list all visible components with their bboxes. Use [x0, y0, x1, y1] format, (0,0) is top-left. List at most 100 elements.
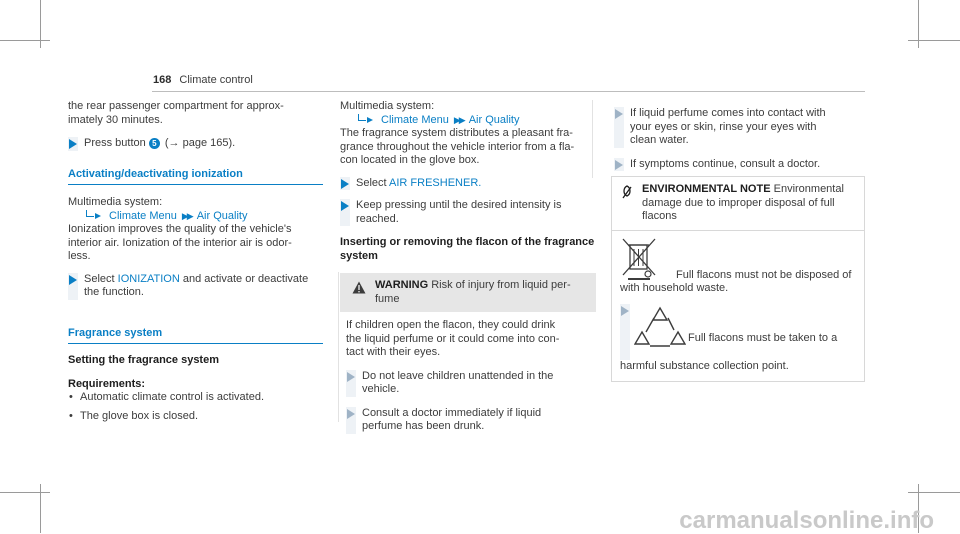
crop-mark: [40, 0, 41, 48]
setting-heading: Setting the fragrance system: [68, 354, 219, 366]
step-arrow-icon: [69, 274, 77, 285]
step-arrow-icon: [615, 109, 623, 119]
warn-step-2: Consult a doctor immediately if liquid p…: [346, 406, 590, 434]
double-arrow-icon: ▶▶: [453, 114, 466, 125]
ion-step-prefix: Select: [84, 272, 115, 285]
frag-text-2: grance throughout the vehicle interior f…: [340, 140, 575, 153]
env-text2: Full flacons must be taken to a: [688, 331, 838, 344]
step-arrow-icon: [69, 139, 77, 149]
step-bar: [346, 369, 356, 397]
page-header: 168 Climate control: [153, 74, 253, 88]
rinse-line3: clean water.: [630, 134, 689, 146]
symptoms-line: If symptoms continue, consult a doctor.: [630, 157, 821, 170]
intro-line-2: imately 30 minutes.: [68, 113, 163, 126]
env-step: Full flacons must be taken to a: [620, 303, 856, 360]
ion-path-climate-menu[interactable]: Climate Menu: [109, 209, 177, 222]
frag-path-air-quality[interactable]: Air Quality: [468, 113, 520, 126]
warning-header: WARNING Risk of injury from liquid per- …: [340, 273, 596, 312]
environmental-note-box: ENVIRONMENTAL NOTE Environmental damage …: [611, 176, 865, 382]
leaf-icon: [622, 185, 632, 199]
step-arrow-icon: [341, 178, 349, 189]
recycle-icon: [634, 306, 686, 347]
ion-step-rest: and activate or deactivate: [182, 272, 309, 285]
double-arrow-icon: ▶▶: [181, 210, 194, 221]
warning-body: If children open the flacon, they could …: [340, 312, 596, 434]
warning-head: Risk of injury from liquid per-: [431, 279, 571, 291]
intro-line-1: the rear passenger compartment for appro…: [68, 100, 284, 112]
warning-text-2: the liquid perfume or it could come into…: [346, 332, 560, 345]
env-body: Full flacons must not be disposed of wit…: [612, 231, 864, 382]
warning-head-2: fume: [375, 292, 400, 305]
warn-step1-line1: Do not leave children unattended in the: [362, 369, 554, 382]
env-text1: Full flacons must not be disposed of: [676, 268, 852, 281]
requirements-label: Requirements:: [68, 377, 146, 390]
env-head: Environmental: [773, 183, 844, 195]
warn-step2-line1: Consult a doctor immediately if liquid: [362, 406, 542, 419]
step2-line1: Keep pressing until the desired intensit…: [356, 199, 562, 211]
column-1: the rear passenger compartment for appro…: [68, 100, 330, 428]
warning-text-3: tact with their eyes.: [346, 346, 441, 358]
env-label: ENVIRONMENTAL NOTE: [642, 183, 771, 195]
warn-step2-line2: perfume has been drunk.: [362, 420, 485, 432]
step-bar: [346, 406, 356, 434]
crop-mark: [918, 0, 919, 48]
step-bar: [68, 272, 78, 300]
button-number-icon: 5: [148, 138, 160, 149]
air-freshener-keyword[interactable]: AIR FRESHENER.: [389, 176, 482, 189]
warning-label: WARNING: [375, 279, 429, 291]
crop-mark: [0, 40, 50, 41]
watermark: carmanualsonline.info: [679, 506, 934, 534]
page-number: 168: [153, 74, 172, 86]
menu-path-icon: [84, 209, 104, 220]
ion-path-air-quality[interactable]: Air Quality: [196, 209, 248, 222]
crop-mark: [918, 484, 919, 533]
frag-multimedia-label: Multimedia system:: [340, 100, 435, 112]
warn-step1-line2: vehicle.: [362, 383, 400, 395]
ion-menu-path: Climate Menu ▶▶Air Quality: [68, 209, 330, 224]
warning-text-1: If children open the flacon, they could …: [346, 319, 556, 331]
step-arrow-icon: [615, 159, 623, 170]
warn-step-1: Do not leave children unattended in the …: [346, 369, 590, 397]
crossed-out-bin-icon: [622, 238, 656, 280]
symptoms-step: If symptoms continue, consult a doctor.: [614, 157, 866, 171]
warning-box: WARNING Risk of injury from liquid per- …: [340, 273, 596, 434]
column-3: If liquid perfume comes into contact wit…: [614, 107, 866, 171]
env-head-2: damage due to improper disposal of full: [642, 196, 835, 209]
requirements-list: Automatic climate control is activated. …: [68, 391, 330, 423]
frag-text-3: con located in the glove box.: [340, 154, 480, 166]
crop-mark: [908, 492, 960, 493]
keep-pressing-step: Keep pressing until the desired intensit…: [340, 199, 598, 226]
inserting-heading-line2: system: [340, 249, 378, 262]
press-step: Press button 5 (→ page 165).: [68, 137, 330, 151]
air-freshener-step: Select AIR FRESHENER.: [340, 176, 598, 190]
header-rule: [152, 91, 865, 92]
fragrance-heading: Fragrance system: [68, 327, 323, 344]
rinse-step: If liquid perfume comes into contact wit…: [614, 107, 866, 148]
env-text1b: with household waste.: [620, 282, 729, 294]
step1-prefix: Select: [356, 176, 387, 189]
list-item: Automatic climate control is activated.: [68, 391, 330, 405]
column-2: Multimedia system: Climate Menu ▶▶Air Qua…: [340, 100, 598, 263]
press-prefix: Press button: [84, 137, 146, 149]
section-title: Climate control: [179, 74, 253, 86]
crop-mark: [40, 484, 41, 533]
ion-step-line2: the function.: [84, 286, 144, 298]
page-reference[interactable]: (→ page 165).: [164, 137, 236, 149]
list-item: The glove box is closed.: [68, 410, 330, 424]
env-head-3: flacons: [642, 210, 677, 222]
crop-mark: [908, 40, 960, 41]
ion-multimedia-label: Multimedia system:: [68, 196, 163, 208]
frag-path-climate-menu[interactable]: Climate Menu: [381, 113, 449, 126]
inserting-heading-line1: Inserting or removing the flacon of the …: [340, 236, 595, 248]
rinse-line2: your eyes or skin, rinse your eyes with: [630, 120, 817, 133]
ion-text-3: less.: [68, 250, 91, 262]
column3-divider: [592, 100, 593, 178]
env-header: ENVIRONMENTAL NOTE Environmental damage …: [612, 177, 864, 231]
step-bar: [620, 303, 630, 360]
frag-text-1: The fragrance system distributes a pleas…: [340, 127, 573, 139]
warning-divider: [338, 272, 339, 422]
warning-triangle-icon: [352, 281, 366, 294]
ion-select-step: Select IONIZATION and activate or deacti…: [68, 272, 330, 300]
step-arrow-icon: [341, 201, 349, 211]
ionization-keyword[interactable]: IONIZATION: [117, 272, 180, 285]
